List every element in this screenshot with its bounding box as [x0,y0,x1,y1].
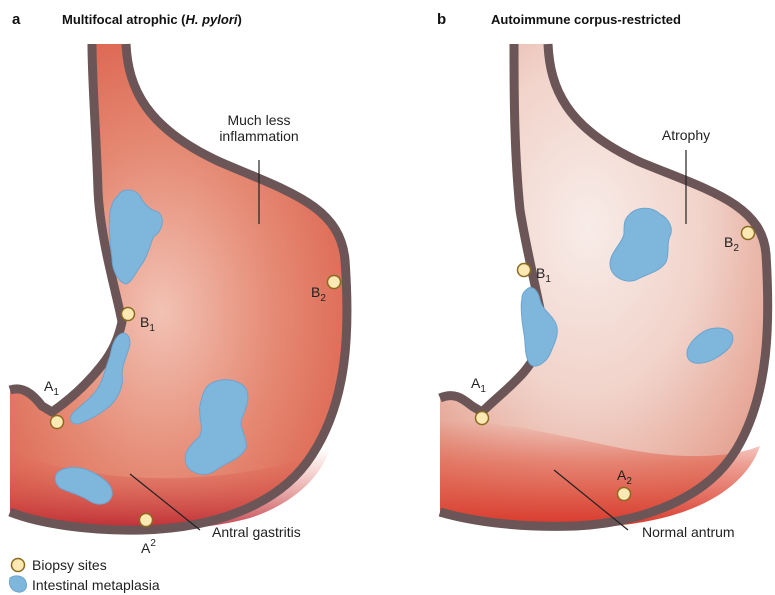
callout-b-top-label: Atrophy [662,127,710,143]
label-a-a1: A1 [44,378,59,398]
legend-biopsy-label: Biopsy sites [32,557,107,573]
panel-b-letter: b [437,11,446,28]
panel-a: a Multifocal atrophic (H. pylori) B1 B2 … [10,11,347,556]
label-a-a2: A2 [141,538,156,556]
legend-metaplasia-label: Intestinal metaplasia [32,577,160,593]
callout-a-top-line1: Much less [227,112,290,128]
panel-a-title: Multifocal atrophic (H. pylori) [62,12,242,27]
legend-biopsy-icon [12,559,25,572]
callout-a-bottom-label: Antral gastritis [212,524,301,540]
label-b-a1: A1 [471,375,486,395]
stomach-a [10,44,347,530]
legend-metaplasia-icon [9,576,26,592]
panel-b: b Autoimmune corpus-restricted B1 B2 A1 [437,11,768,540]
callout-b-bottom-label: Normal antrum [642,524,735,540]
panel-a-letter: a [12,11,21,28]
callout-a-top-line2: inflammation [219,128,298,144]
panel-b-title: Autoimmune corpus-restricted [491,12,681,27]
legend: Biopsy sites Intestinal metaplasia [9,557,159,593]
stomach-b [440,44,768,527]
